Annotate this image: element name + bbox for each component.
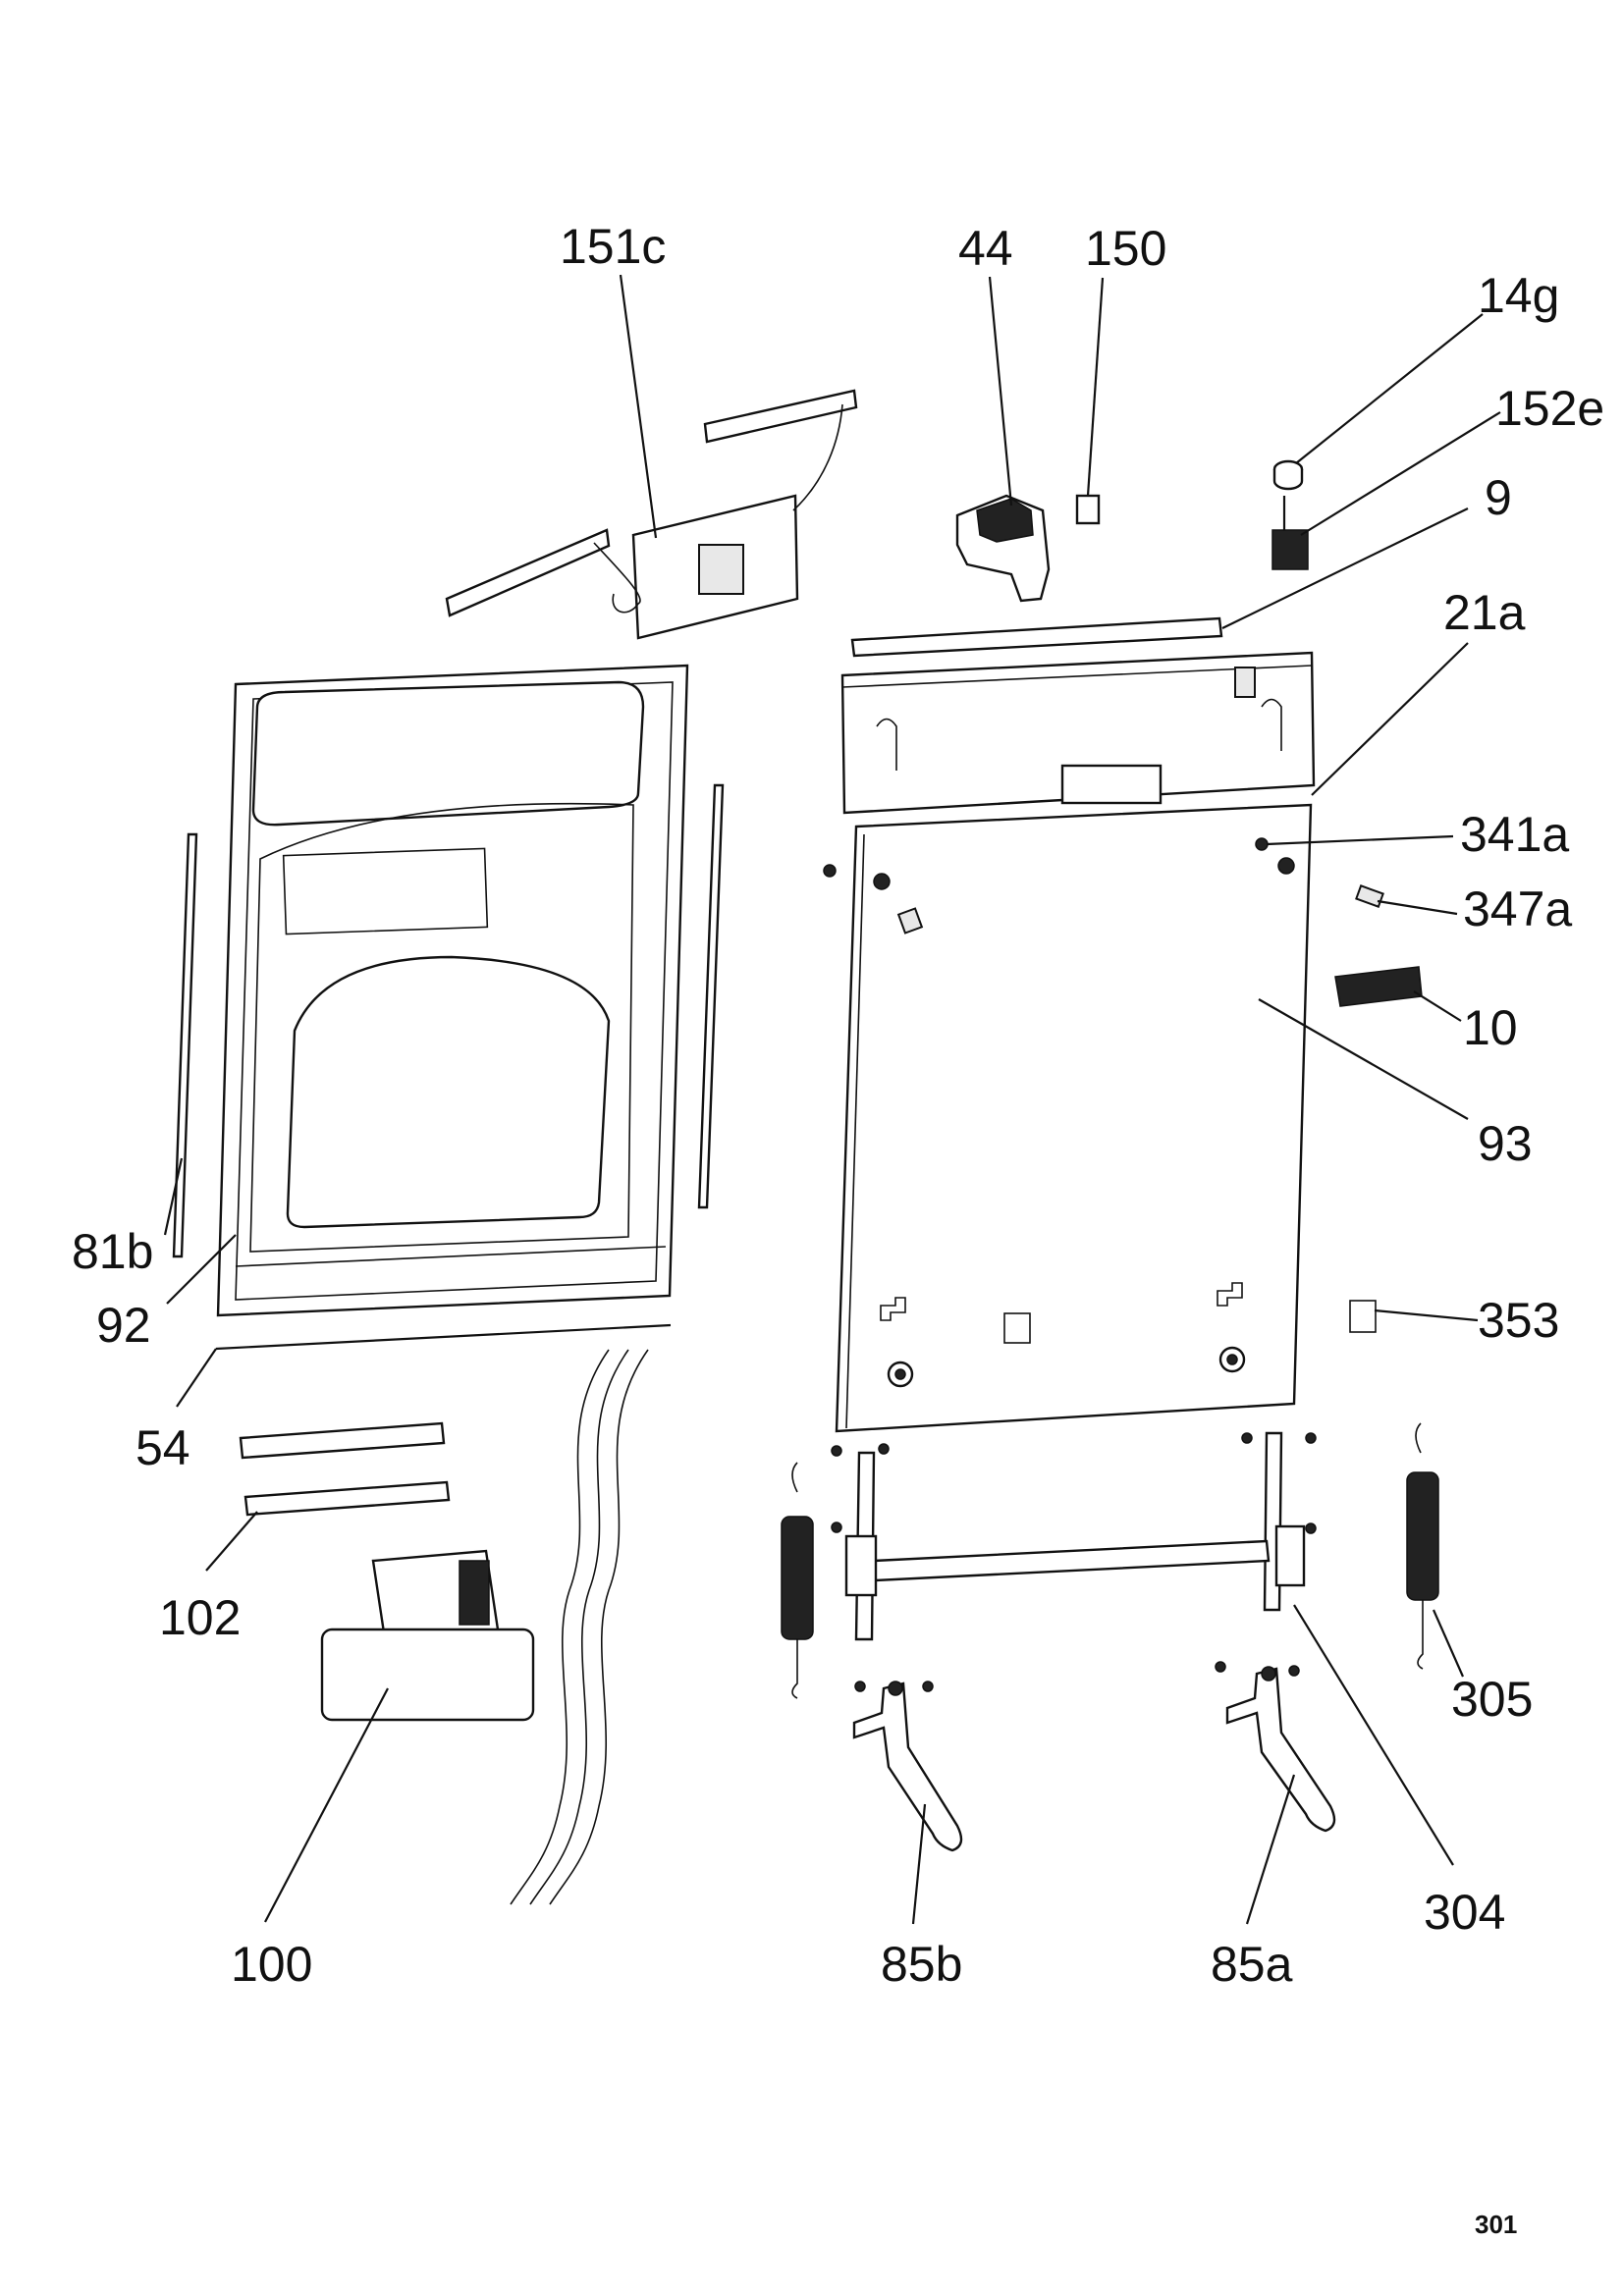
callout-304: 304 — [1424, 1885, 1505, 1940]
callout-54: 54 — [135, 1420, 190, 1475]
callout-152e: 152e — [1495, 381, 1604, 436]
leader-lines — [163, 274, 1501, 1925]
callout-347a: 347a — [1463, 881, 1572, 936]
callout-10: 10 — [1463, 1000, 1518, 1055]
callout-14g: 14g — [1478, 268, 1559, 323]
callout-92: 92 — [96, 1298, 151, 1353]
callout-353: 353 — [1478, 1293, 1559, 1348]
part-93-outer-door-panel — [835, 803, 1313, 1433]
callout-85b: 85b — [881, 1937, 962, 1992]
callout-100: 100 — [231, 1937, 312, 1992]
callout-305: 305 — [1451, 1672, 1533, 1727]
part-44-dispenser — [955, 494, 1051, 603]
part-54-bottom-seal — [215, 1323, 672, 1351]
part-85a-hinge-right — [1215, 1661, 1336, 1833]
part-304-hinge-bracket — [831, 1431, 1317, 1641]
callout-9: 9 — [1485, 470, 1512, 525]
callout-93: 93 — [1478, 1116, 1533, 1171]
callout-44: 44 — [958, 221, 1013, 276]
callout-341a: 341a — [1460, 807, 1569, 862]
part-14g-knob — [1272, 459, 1304, 491]
part-305-springs — [781, 1422, 1439, 1699]
part-9-control-strip — [850, 616, 1223, 658]
part-150-switch — [1075, 494, 1101, 525]
part-92-inner-door — [216, 664, 689, 1317]
part-102-trims — [239, 1421, 451, 1517]
page-number: 301 — [1475, 2210, 1517, 2239]
part-85b-hinge-left — [852, 1681, 963, 1852]
callout-81b: 81b — [72, 1224, 153, 1279]
callout-102: 102 — [159, 1590, 241, 1645]
part-152e-selector — [1271, 496, 1309, 570]
part-100-dispenser — [320, 1549, 535, 1722]
part-151c-control-board — [445, 389, 858, 640]
callout-151c: 151c — [560, 219, 666, 274]
part-353-clip — [1349, 1300, 1377, 1333]
part-10-handle-bracket — [1334, 966, 1423, 1007]
part-21a-control-panel — [840, 651, 1316, 815]
callout-labels: 151c 44 150 14g 152e 9 21a 341a 347a 10 … — [72, 219, 1604, 1992]
callout-150: 150 — [1085, 221, 1166, 276]
callout-85a: 85a — [1211, 1937, 1293, 1992]
callout-21a: 21a — [1443, 585, 1526, 640]
part-341a-screw — [823, 837, 1269, 878]
part-347a-clip — [1355, 884, 1384, 908]
hose-bundle — [510, 1349, 649, 1905]
part-81b-side-seal — [172, 783, 725, 1258]
